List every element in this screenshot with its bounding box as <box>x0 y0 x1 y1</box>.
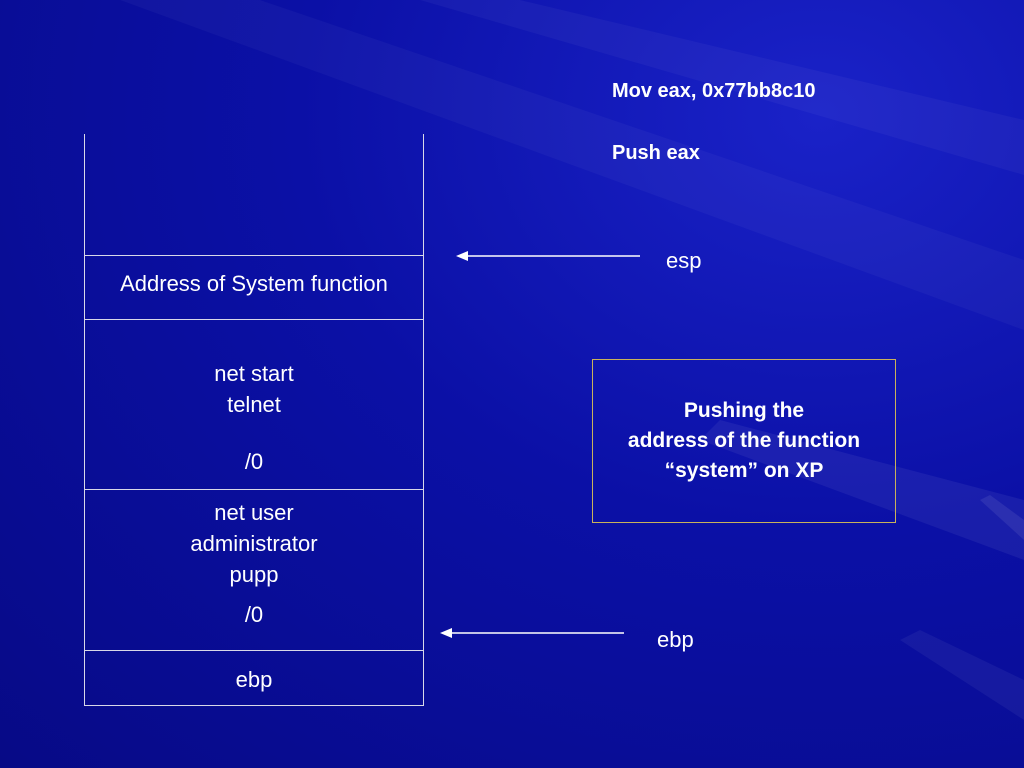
stack-divider <box>84 319 424 320</box>
stack-cell-net-user-line: administrator <box>190 531 318 556</box>
stack-divider <box>84 650 424 651</box>
stack-cell-system-address: Address of System function <box>120 271 388 296</box>
stack-cell-net-user-line: pupp <box>229 562 279 587</box>
esp-arrow <box>456 251 640 261</box>
stack-cell-net-user-line: /0 <box>244 602 264 627</box>
stack-cell-net-user-line: net user <box>214 500 294 525</box>
stack-divider <box>84 705 424 706</box>
stack-cell-net-start-line: telnet <box>227 392 281 417</box>
stack-cell-net-start-line: net start <box>214 361 294 386</box>
ebp-arrow <box>440 628 624 638</box>
stack-divider <box>84 255 424 256</box>
stack-cell-ebp: ebp <box>235 667 273 692</box>
code-line-push: Push eax <box>612 142 700 164</box>
stack-cell-net-start-line: /0 <box>244 449 264 474</box>
note-text: Pushing the address of the function “sys… <box>627 399 861 482</box>
code-line-mov: Mov eax, 0x77bb8c10 <box>612 80 816 102</box>
stack-left-border <box>84 134 85 706</box>
ebp-label: ebp <box>657 627 694 652</box>
stack-right-border <box>423 134 424 706</box>
note-box: Pushing the address of the function “sys… <box>592 359 896 523</box>
stack-diagram: Address of System function net start tel… <box>84 134 424 706</box>
stack-divider <box>84 489 424 490</box>
esp-label: esp <box>666 248 702 273</box>
